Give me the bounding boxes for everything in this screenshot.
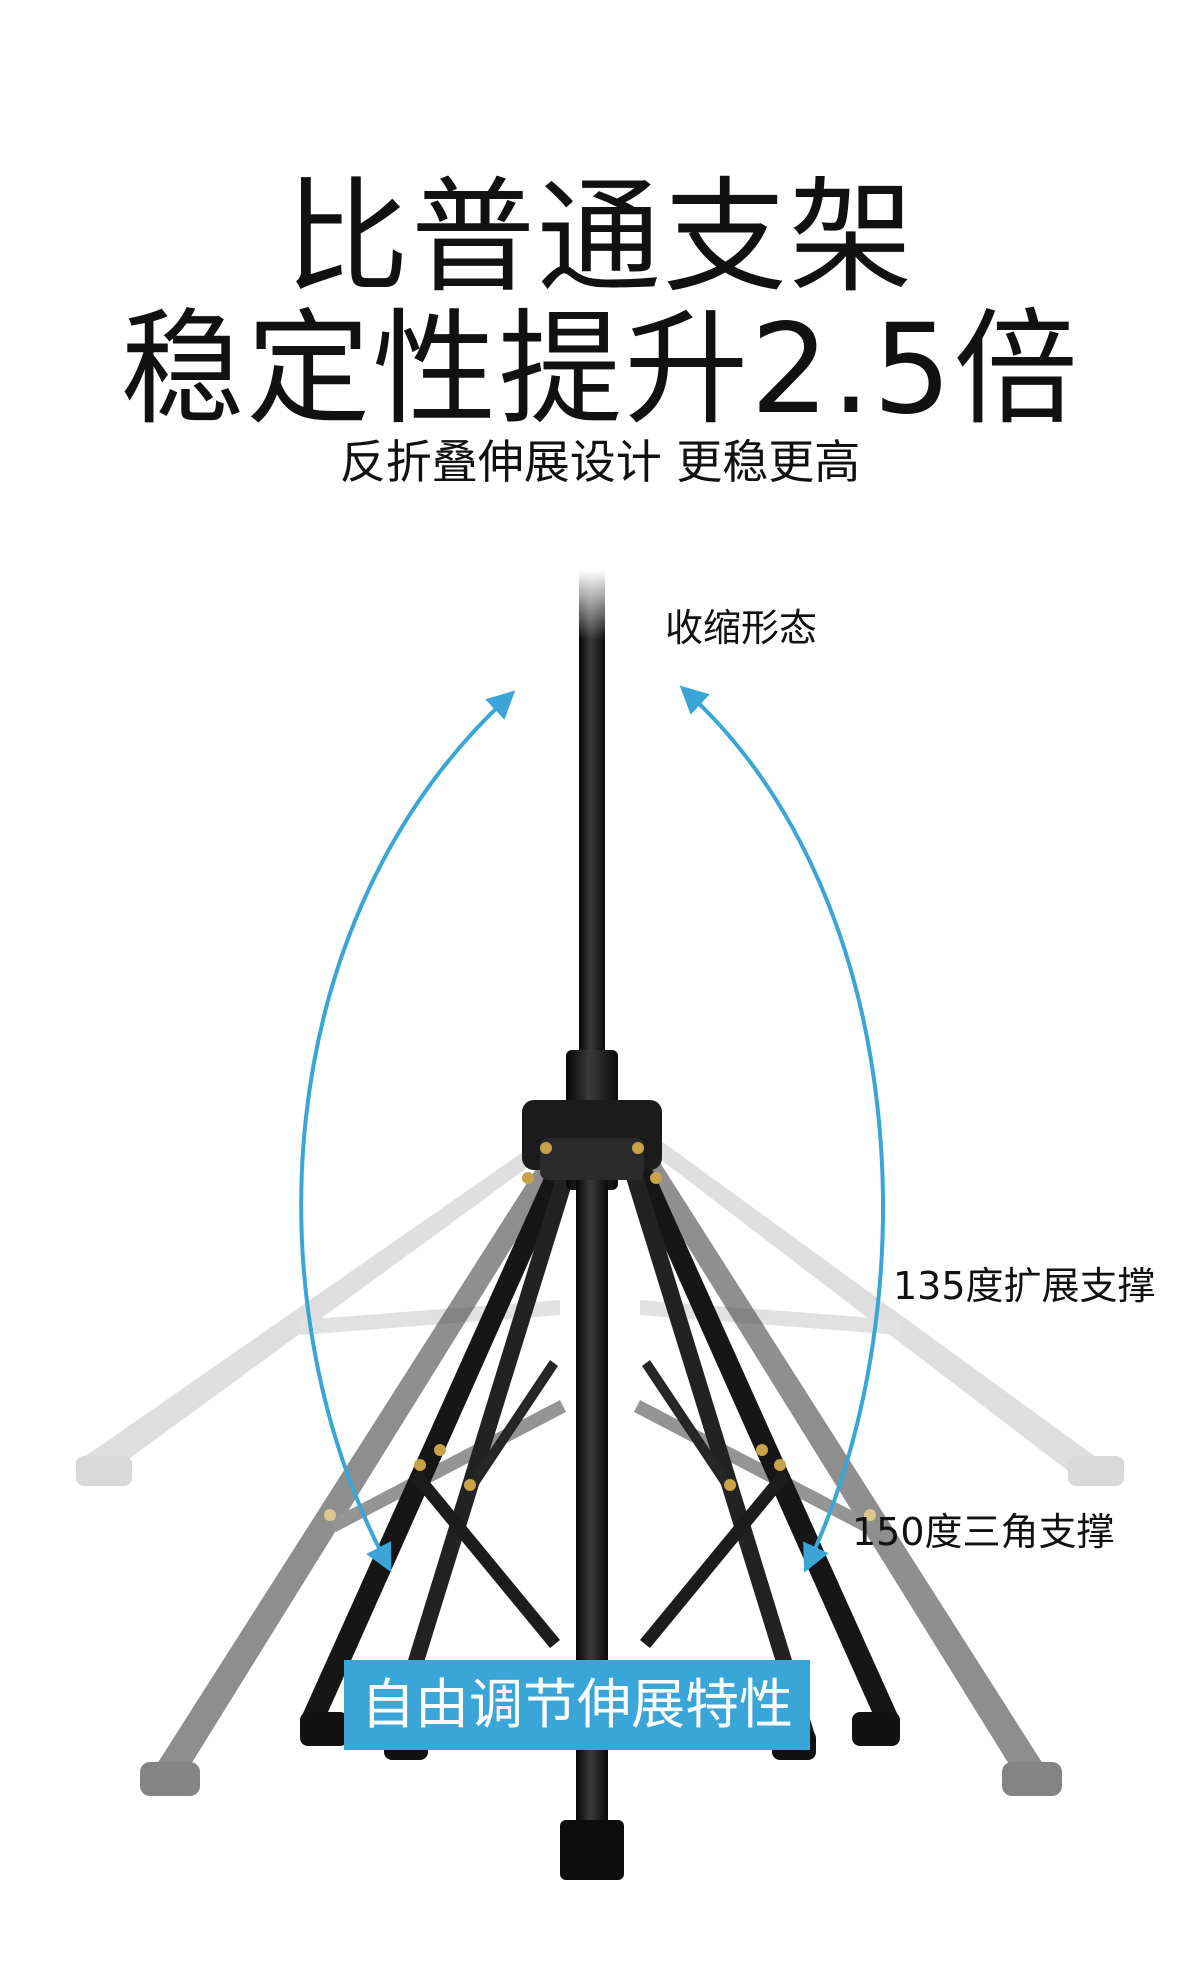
left-arrow-icon <box>299 690 516 1573</box>
headline-line-1: 比普通支架 <box>284 166 915 310</box>
headline-line-2: 稳定性提升2.5倍 <box>120 298 1080 442</box>
label-collapsed-state: 收缩形态 <box>665 606 818 650</box>
right-arrow-icon <box>679 685 885 1573</box>
label-135-expand: 135度扩展支撑 <box>893 1264 1156 1308</box>
sub-headline: 反折叠伸展设计 更稳更高 <box>339 435 861 489</box>
label-150-triangle: 150度三角支撑 <box>852 1510 1115 1554</box>
feature-banner: 自由调节伸展特性 <box>344 1660 810 1750</box>
